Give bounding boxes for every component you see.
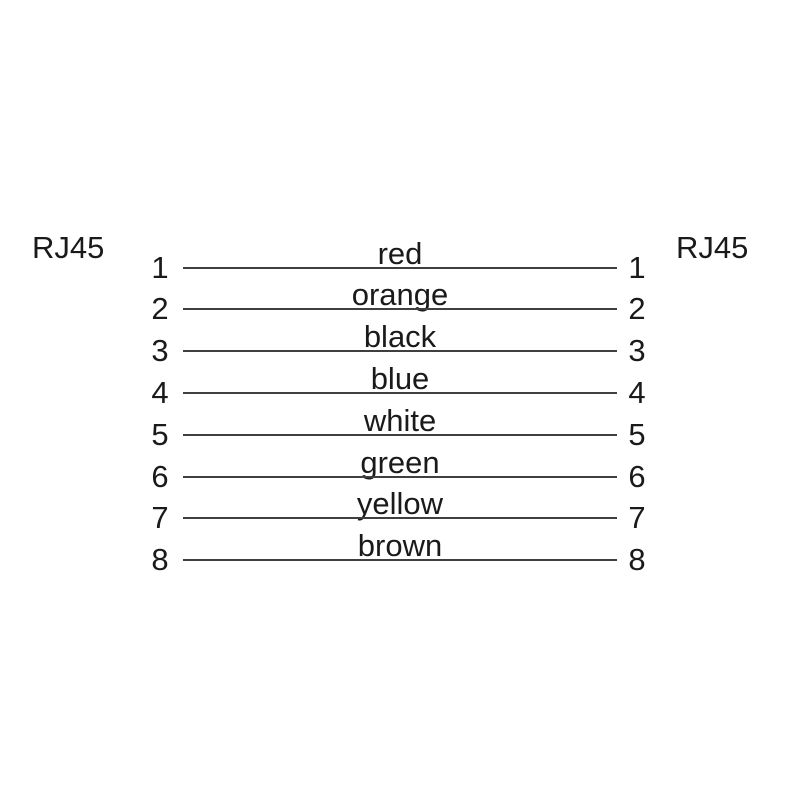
pin-number-right: 7: [628, 500, 646, 536]
wire-color-label: black: [363, 319, 437, 355]
wire-line: [183, 391, 617, 394]
wire-line: [183, 517, 617, 520]
wire-line: [183, 266, 617, 269]
pin-number-left: 3: [151, 333, 169, 369]
left-connector-label: RJ45: [32, 230, 105, 265]
wire-line: [183, 308, 617, 311]
pin-number-left: 8: [151, 542, 169, 578]
pin-number-right: 8: [628, 542, 646, 578]
pin-number-right: 4: [628, 374, 646, 410]
pin-number-right: 6: [628, 458, 646, 494]
pin-number-left: 2: [151, 291, 169, 327]
pin-number-right: 3: [628, 333, 646, 369]
pin-number-left: 6: [151, 458, 169, 494]
wire-color-label: white: [363, 402, 437, 438]
wire-line: [183, 559, 617, 562]
pin-number-right: 1: [628, 249, 646, 285]
wire-color-label: yellow: [356, 486, 444, 522]
pin-number-left: 5: [151, 416, 169, 452]
pin-number-left: 1: [151, 249, 169, 285]
wire-color-label: green: [360, 444, 440, 480]
wire-color-label: red: [377, 235, 423, 271]
wire-color-label: orange: [351, 277, 449, 313]
wire-line: [183, 350, 617, 353]
right-connector-label: RJ45: [676, 230, 749, 265]
pin-number-right: 2: [628, 291, 646, 327]
pin-number-right: 5: [628, 416, 646, 452]
pin-number-left: 7: [151, 500, 169, 536]
wire-color-label: blue: [370, 360, 430, 396]
wire-color-label: brown: [357, 528, 443, 564]
wire-line: [183, 475, 617, 478]
wire-line: [183, 433, 617, 436]
pin-number-left: 4: [151, 374, 169, 410]
